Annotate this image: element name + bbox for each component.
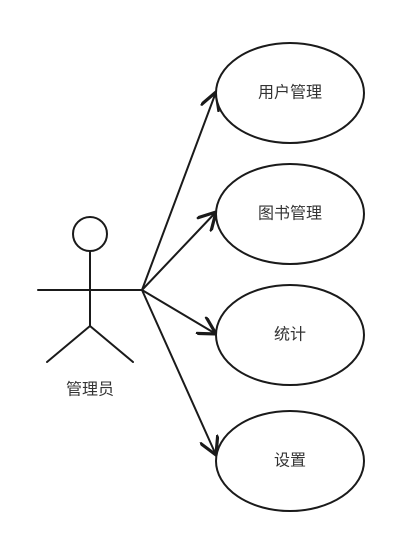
use-case-statistics: 统计 [215, 284, 365, 386]
use-case-book-management: 图书管理 [215, 163, 365, 265]
actor-name: 管理员 [66, 380, 114, 399]
association-book-management [141, 212, 216, 291]
associations [141, 92, 216, 455]
actor: 管理员 [37, 216, 143, 399]
use-case-label: 设置 [274, 451, 306, 470]
use-case-user-management: 用户管理 [215, 42, 365, 144]
actor-head [72, 216, 108, 252]
association-user-management [141, 92, 216, 291]
association-statistics [141, 289, 216, 334]
actor-right-leg [89, 325, 134, 363]
use-case-label: 统计 [274, 325, 306, 344]
use-case-label: 图书管理 [258, 204, 322, 223]
use-case-label: 用户管理 [258, 83, 322, 102]
actor-left-leg [46, 325, 91, 363]
association-settings [141, 289, 216, 455]
use-case-settings: 设置 [215, 410, 365, 512]
